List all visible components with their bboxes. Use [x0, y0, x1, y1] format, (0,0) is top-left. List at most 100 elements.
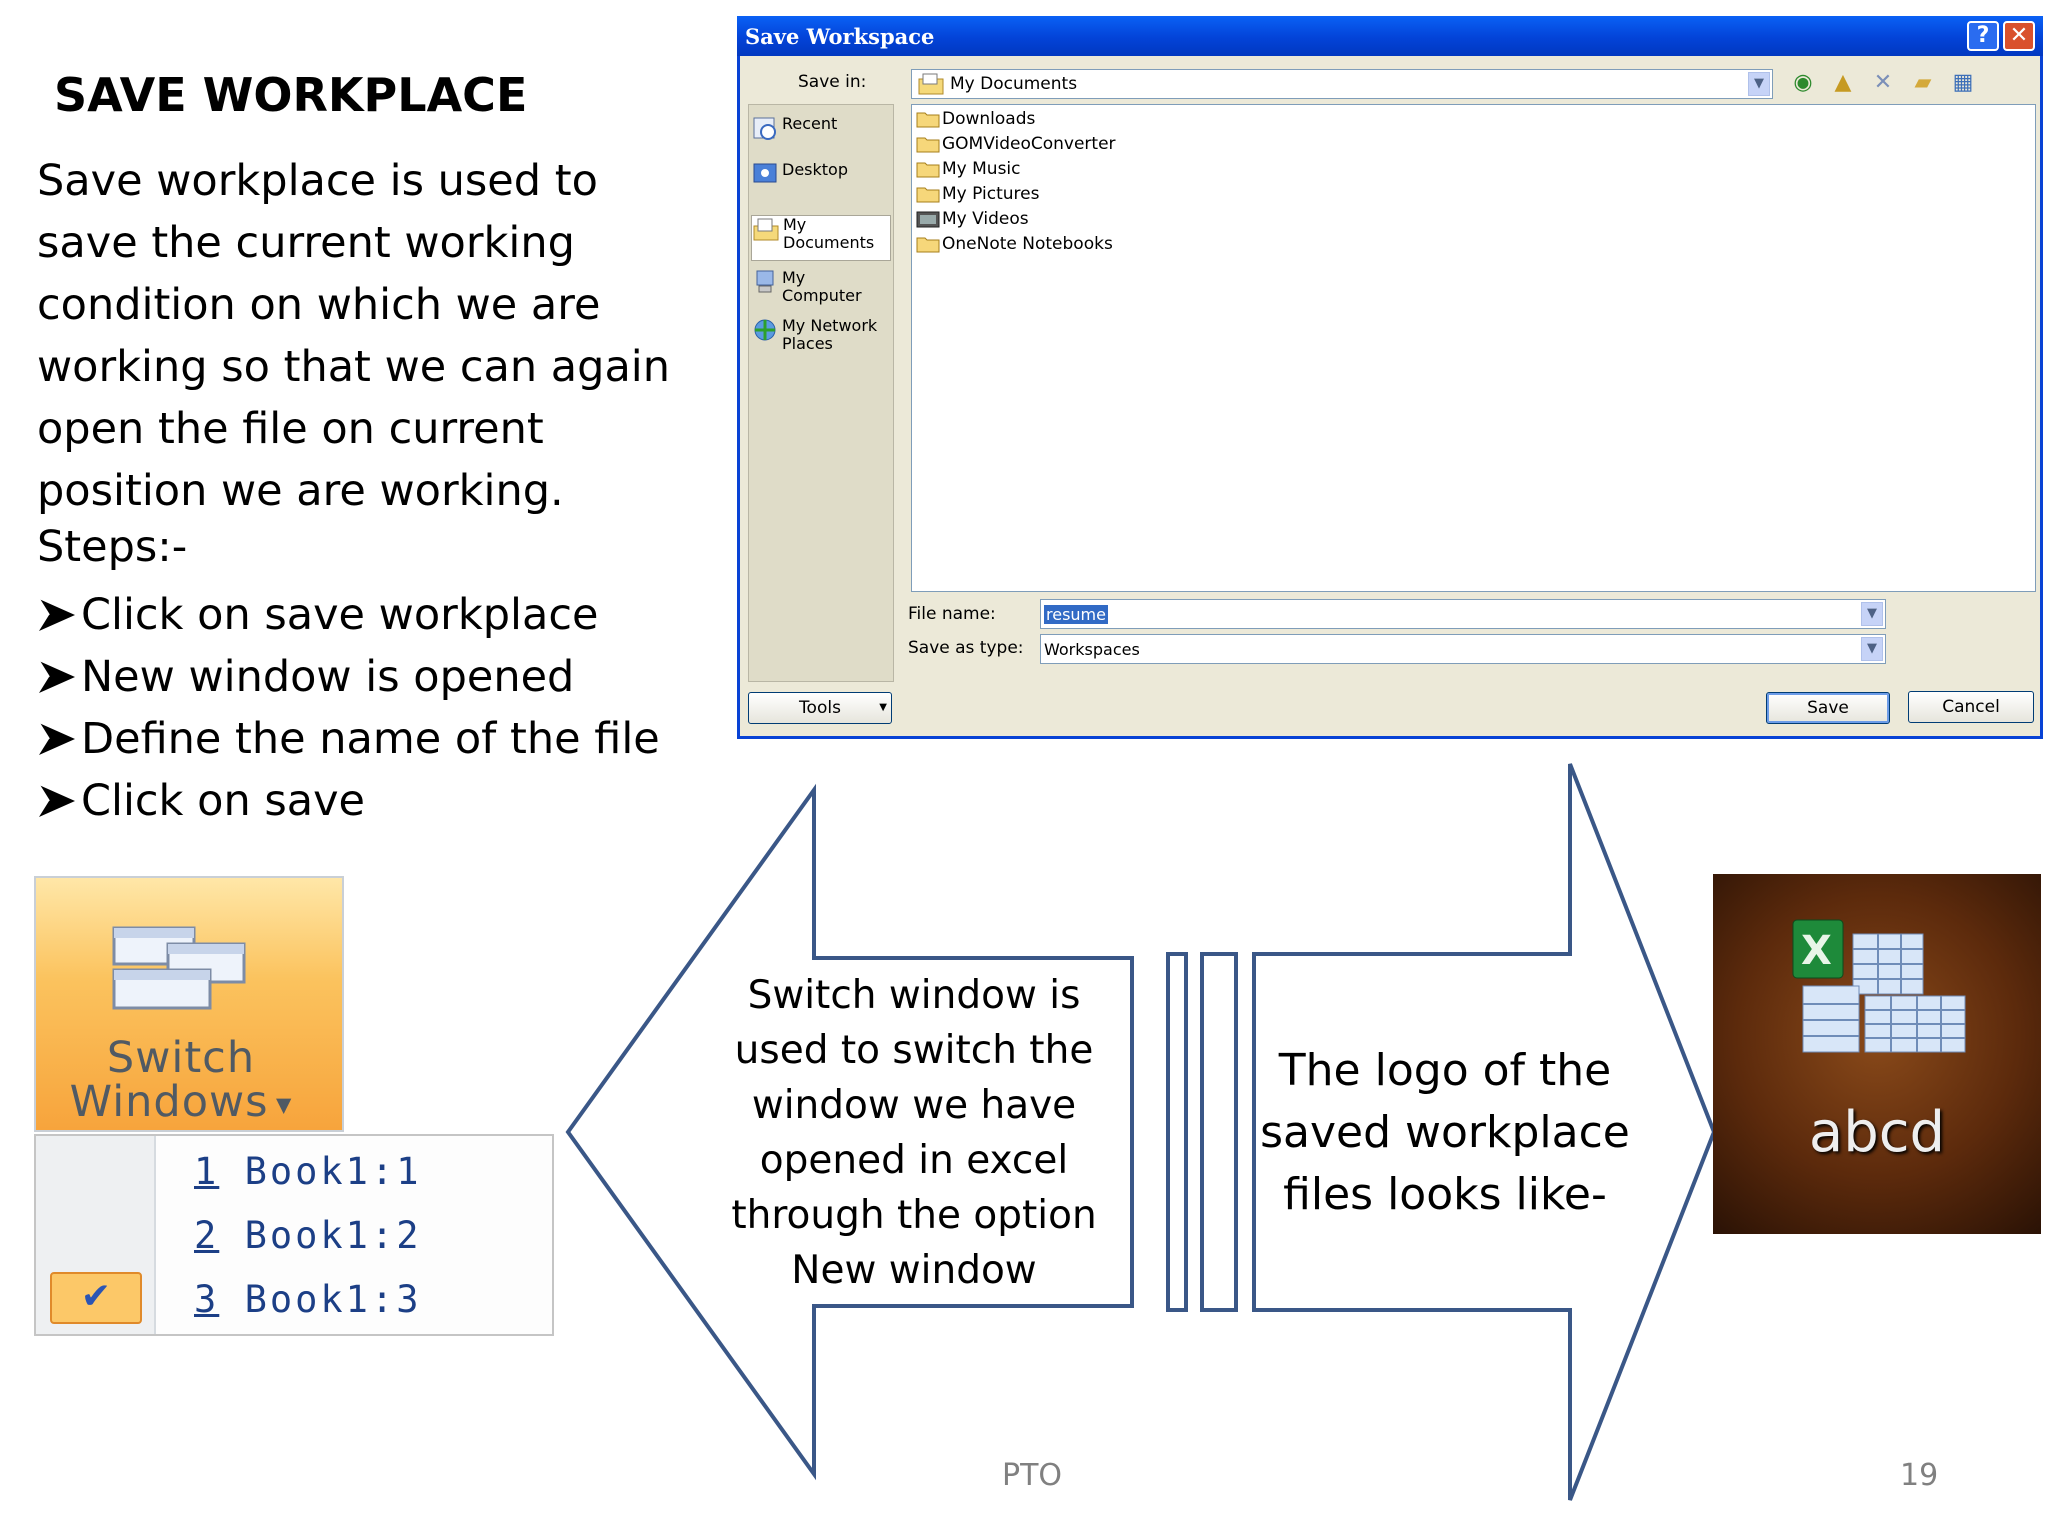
file-list[interactable]: Downloads GOMVideoConverter My Music My … [911, 104, 2036, 592]
step-text: Click on save [81, 776, 366, 826]
switch-windows-icon [112, 926, 246, 1010]
save-in-label: Save in: [798, 72, 867, 92]
step-item: Define the name of the file [37, 708, 660, 770]
folder-icon [916, 187, 940, 203]
tools-button[interactable]: Tools ▼ [748, 692, 892, 724]
workspace-file-image: X abcd [1713, 874, 2041, 1234]
menu-item-book1-1[interactable]: 1 Book1:1 [194, 1150, 422, 1193]
save-type-label: Save as type: [908, 638, 1024, 658]
place-label: Recent [782, 114, 838, 133]
menu-item-book1-2[interactable]: 2 Book1:2 [194, 1214, 422, 1257]
desktop-icon [753, 163, 777, 183]
right-arrow-shape [1252, 763, 1717, 1501]
dialog-title: Save Workspace [745, 24, 935, 49]
dropdown-arrow-icon: ▼ [879, 702, 887, 713]
file-item-folder[interactable]: Downloads [916, 107, 1035, 131]
place-label: My Computer [782, 268, 862, 305]
file-name: My Pictures [942, 184, 1040, 204]
menu-label: Book1:3 [244, 1278, 422, 1321]
switch-label-line1: Switch [106, 1033, 256, 1083]
views-icon[interactable]: ▦ [1952, 70, 1974, 95]
separator-bar [1200, 952, 1238, 1312]
place-recent[interactable]: Recent [751, 115, 891, 141]
save-button[interactable]: Save [1766, 692, 1890, 724]
footer-pto: PTO [1002, 1458, 1063, 1493]
my-documents-icon [918, 73, 944, 95]
help-button[interactable]: ? [1967, 21, 1999, 51]
switch-windows-button[interactable]: Switch Windows ▼ [34, 876, 344, 1132]
step-text: Define the name of the file [81, 714, 660, 764]
save-in-value: My Documents [950, 74, 1078, 94]
excel-workspace-icon: X [1792, 919, 1966, 1053]
menu-item-book1-3[interactable]: 3 Book1:3 [194, 1278, 422, 1321]
arrow-bullet-icon [38, 598, 75, 631]
right-arrow-text: The logo of the saved workplace files lo… [1260, 1045, 1630, 1220]
folder-icon [916, 137, 940, 153]
switch-windows-menu: 1 Book1:1 2 Book1:2 ✔ 3 Book1:3 [34, 1134, 554, 1336]
left-arrow-text: Switch window is used to switch the wind… [731, 973, 1097, 1293]
tools-label: Tools [799, 698, 841, 718]
step-item: Click on save [37, 770, 660, 832]
step-text: Click on save workplace [81, 590, 599, 640]
folder-icon [916, 237, 940, 253]
switch-windows-label: Switch Windows ▼ [36, 1036, 326, 1127]
place-network[interactable]: My Network Places [751, 317, 891, 353]
file-name: Downloads [942, 109, 1036, 129]
place-my-computer[interactable]: My Computer [751, 269, 891, 305]
file-name: GOMVideoConverter [942, 134, 1116, 154]
file-name-label: File name: [908, 604, 996, 624]
paragraph-text: Save workplace is used to save the curre… [37, 156, 670, 516]
dialog-titlebar[interactable]: Save Workspace ? ✕ [737, 16, 2043, 56]
file-item-folder[interactable]: My Pictures [916, 182, 1039, 206]
step-item: Click on save workplace [37, 584, 660, 646]
new-folder-icon[interactable]: ▰ [1914, 70, 1932, 95]
dropdown-arrow-icon: ▼ [268, 1092, 293, 1117]
my-computer-icon [756, 270, 774, 293]
menu-accelerator: 1 [194, 1150, 220, 1193]
file-item-folder[interactable]: OneNote Notebooks [916, 232, 1113, 256]
chevron-down-icon[interactable]: ▼ [1861, 602, 1883, 626]
arrow-bullet-icon [38, 660, 75, 693]
place-label: Desktop [782, 160, 848, 179]
switch-label-line2: Windows ▼ [69, 1077, 293, 1127]
my-documents-icon [753, 218, 779, 241]
file-item-folder[interactable]: My Videos [916, 207, 1029, 231]
folder-icon [916, 112, 940, 128]
file-name-input[interactable]: resume ▼ [1040, 599, 1886, 629]
chevron-down-icon[interactable]: ▼ [1861, 637, 1883, 661]
slide-title: SAVE WORKPLACE [54, 68, 528, 122]
slide-paragraph: Save workplace is used to save the curre… [37, 150, 697, 522]
up-folder-icon[interactable]: ▲ [1834, 70, 1852, 95]
file-item-folder[interactable]: My Music [916, 157, 1021, 181]
place-label: My Documents [783, 215, 875, 252]
save-in-combo[interactable]: My Documents ▼ [911, 69, 1773, 99]
place-my-documents[interactable]: My Documents [751, 215, 891, 261]
arrow-bullet-icon [38, 722, 75, 755]
chevron-down-icon[interactable]: ▼ [1748, 72, 1770, 96]
file-name: My Videos [942, 209, 1029, 229]
menu-label: Book1:2 [244, 1214, 422, 1257]
back-icon[interactable]: ◉ [1793, 70, 1813, 95]
file-name: My Music [942, 159, 1021, 179]
cancel-button[interactable]: Cancel [1908, 691, 2034, 723]
delete-icon[interactable]: ✕ [1873, 70, 1893, 95]
step-text: New window is opened [81, 652, 575, 702]
checkmark-icon: ✔ [50, 1272, 142, 1324]
step-item: New window is opened [37, 646, 660, 708]
steps-label: Steps:- [37, 522, 188, 572]
close-button[interactable]: ✕ [2003, 21, 2035, 51]
page-number: 19 [1900, 1458, 1939, 1493]
menu-accelerator: 3 [194, 1278, 220, 1321]
folder-icon [916, 162, 940, 178]
save-workspace-dialog: Save Workspace ? ✕ Save in: My Documents… [737, 16, 2043, 739]
place-desktop[interactable]: Desktop [751, 161, 891, 187]
menu-accelerator: 2 [194, 1214, 220, 1257]
file-name-value: resume [1044, 605, 1108, 624]
file-name: OneNote Notebooks [942, 234, 1113, 254]
separator-bar [1166, 952, 1188, 1312]
left-arrow-shape [565, 783, 1134, 1481]
save-type-select[interactable]: Workspaces ▼ [1040, 634, 1886, 664]
network-icon [754, 319, 776, 341]
file-item-folder[interactable]: GOMVideoConverter [916, 132, 1116, 156]
